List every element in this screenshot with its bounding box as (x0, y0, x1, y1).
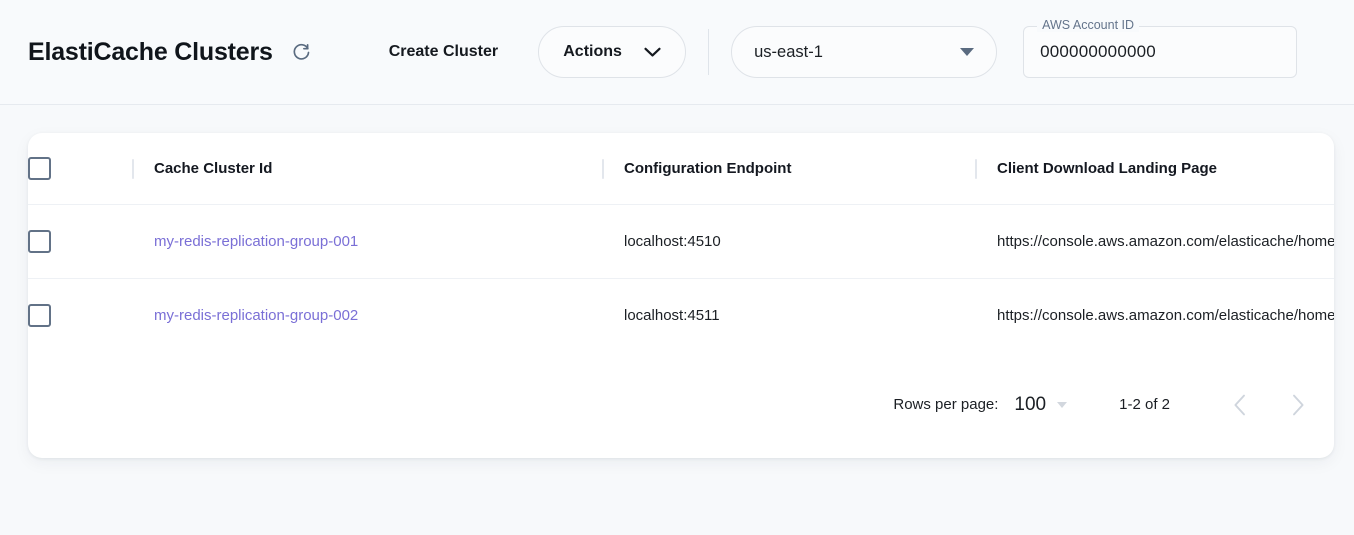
column-header-configuration-endpoint[interactable]: Configuration Endpoint (596, 133, 969, 205)
column-header-cache-cluster-id[interactable]: Cache Cluster Id (126, 133, 596, 205)
row-select-cell (28, 279, 126, 353)
chevron-down-icon (644, 47, 661, 57)
aws-account-id-label: AWS Account ID (1037, 19, 1140, 32)
table-row: my-redis-replication-group-002 localhost… (28, 278, 1334, 353)
row-checkbox[interactable] (28, 230, 51, 253)
cluster-id-link[interactable]: my-redis-replication-group-002 (154, 307, 359, 324)
create-cluster-button[interactable]: Create Cluster (388, 43, 499, 60)
row-select-cell (28, 205, 126, 279)
cell-cache-cluster-id: my-redis-replication-group-001 (126, 205, 596, 279)
select-all-cell (28, 133, 126, 205)
region-select[interactable]: us-east-1 (731, 26, 998, 78)
cell-configuration-endpoint: localhost:4510 (624, 233, 721, 250)
row-checkbox[interactable] (28, 304, 51, 327)
app-header: ElastiCache Clusters Create Cluster Acti… (0, 0, 1354, 105)
previous-page-button[interactable] (1218, 383, 1262, 427)
header-divider (708, 29, 710, 75)
select-all-checkbox[interactable] (28, 157, 51, 180)
cell-client-download-landing-page: https://console.aws.amazon.com/elasticac… (997, 307, 1334, 324)
pagination-bar: Rows per page: 100 1-2 of 2 (893, 351, 1320, 458)
refresh-button[interactable] (287, 37, 317, 67)
actions-button-label: Actions (563, 43, 622, 60)
chevron-left-icon (1234, 394, 1245, 415)
rows-per-page-value: 100 (1014, 393, 1047, 415)
column-header-client-download-landing-page[interactable]: Client Download Landing Page (969, 133, 1334, 205)
next-page-button[interactable] (1276, 383, 1320, 427)
rows-per-page-select[interactable]: 100 (1014, 393, 1068, 416)
pagination-range-label: 1-2 of 2 (1119, 396, 1170, 413)
table-row: my-redis-replication-group-001 localhost… (28, 204, 1334, 279)
triangle-down-icon (1057, 401, 1068, 408)
aws-account-id-value: 000000000000 (1040, 42, 1156, 61)
actions-button[interactable]: Actions (538, 26, 687, 78)
aws-account-id-field[interactable]: AWS Account ID 000000000000 (1023, 19, 1298, 78)
region-select-value: us-east-1 (754, 42, 823, 61)
clusters-table: Cache Cluster Id Configuration Endpoint … (28, 133, 1334, 352)
chevron-right-icon (1293, 394, 1304, 415)
cell-cache-cluster-id: my-redis-replication-group-002 (126, 279, 596, 353)
cell-configuration-endpoint: localhost:4511 (624, 307, 720, 324)
rows-per-page-label: Rows per page: (893, 396, 999, 413)
cluster-id-link[interactable]: my-redis-replication-group-001 (154, 233, 359, 250)
page-title: ElastiCache Clusters (28, 37, 273, 66)
triangle-down-icon (960, 48, 975, 56)
table-header-row: Cache Cluster Id Configuration Endpoint … (28, 133, 1334, 205)
clusters-table-card: Cache Cluster Id Configuration Endpoint … (28, 133, 1334, 458)
cell-client-download-landing-page: https://console.aws.amazon.com/elasticac… (997, 233, 1334, 250)
refresh-icon (293, 43, 310, 60)
